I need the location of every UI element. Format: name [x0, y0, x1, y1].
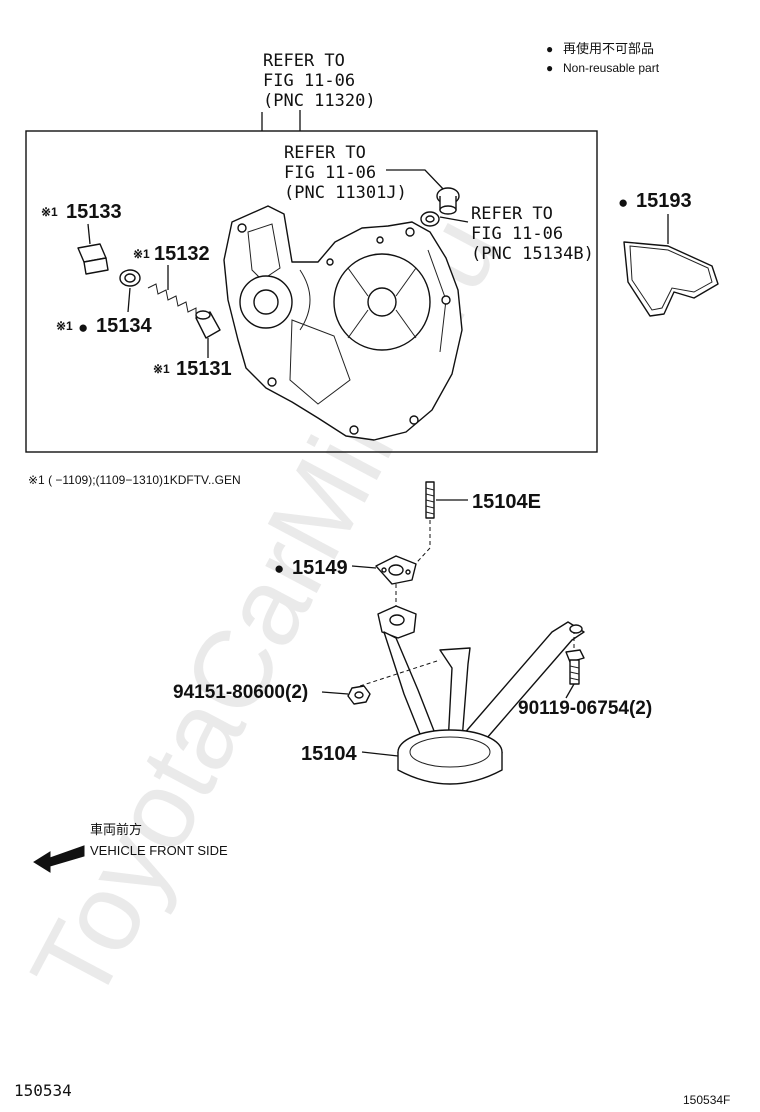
part-15193-label: ● 15193: [618, 190, 692, 212]
non-reusable-bullet: ●: [78, 318, 88, 337]
leader-90119: [565, 683, 575, 699]
refer-line1: REFER TO: [471, 204, 553, 224]
legend-bullet-en: ●: [546, 61, 553, 75]
legend: ● 再使用不可部品 ● Non-reusable part: [546, 41, 660, 75]
refer-line2: FIG 11-06: [263, 71, 355, 91]
part-number: 15149: [292, 557, 348, 579]
stud-15104e-drawing: [425, 481, 435, 519]
gasket-15134-drawing: [119, 269, 141, 287]
non-reusable-bullet: ●: [618, 193, 628, 212]
part-mark: ※1: [56, 319, 73, 333]
part-15131-label: ※1 15131: [153, 358, 232, 380]
legend-text-jp: 再使用不可部品: [563, 41, 654, 56]
part-15149-label: ● 15149: [274, 557, 348, 579]
plug-15133-drawing: [77, 243, 109, 275]
direction-en: VEHICLE FRONT SIDE: [90, 843, 228, 858]
part-number: 15131: [176, 358, 232, 380]
refer-line2: FIG 11-06: [471, 224, 563, 244]
part-number: 15133: [66, 201, 122, 223]
part-number: 15132: [154, 243, 210, 265]
part-15104-label: 15104: [301, 743, 357, 765]
gasket-15134b-drawing: [420, 211, 440, 227]
direction-jp: 車両前方: [90, 822, 142, 837]
refer-line2: FIG 11-06: [284, 163, 376, 183]
leader-15134: [127, 287, 131, 313]
part-15134-label: ※1 ● 15134: [56, 315, 152, 337]
vehicle-front-direction: 車両前方 VEHICLE FRONT SIDE: [33, 822, 228, 873]
leader-15133: [87, 223, 91, 245]
part-number: 15134: [96, 315, 152, 337]
part-15132-label: ※1 15132: [133, 243, 210, 265]
legend-text-en: Non-reusable part: [563, 61, 660, 75]
valve-15131-drawing: [195, 310, 221, 339]
leader-15104: [361, 751, 399, 757]
plug-11301j-drawing: [436, 187, 460, 215]
bolt-90119-drawing: [565, 649, 585, 685]
refer-line3: (PNC 15134B): [471, 244, 594, 264]
part-mark: ※1: [133, 247, 150, 261]
part-15133-label: ※1 15133: [41, 201, 122, 223]
refer-line1: REFER TO: [284, 143, 366, 163]
leader-15134b: [439, 216, 469, 223]
legend-bullet-jp: ●: [546, 42, 553, 56]
oil-strainer-15104-drawing: [377, 605, 585, 785]
dashed-alignment-nut: [359, 659, 441, 687]
dashed-alignment-stud-2: [407, 547, 431, 573]
refer-label-11320: REFER TO FIG 11-06 (PNC 11320): [263, 51, 376, 111]
refer-line3: (PNC 11320): [263, 91, 376, 111]
footnote: ※1 ( −1109);(1109−1310)1KDFTV..GEN: [28, 473, 241, 487]
refer-label-15134b: REFER TO FIG 11-06 (PNC 15134B): [471, 204, 594, 264]
nut-94151-drawing: [347, 685, 371, 705]
refer-label-11301j: REFER TO FIG 11-06 (PNC 11301J): [284, 143, 407, 203]
part-94151-label: 94151-80600(2): [173, 682, 308, 703]
gasket-15193-drawing: [623, 241, 719, 317]
page-code-right: 150534F: [683, 1093, 730, 1107]
part-mark: ※1: [153, 362, 170, 376]
part-mark: ※1: [41, 205, 58, 219]
leader-94151: [321, 691, 349, 695]
page-code-left: 150534: [14, 1081, 72, 1100]
group-box: [25, 130, 598, 453]
non-reusable-bullet: ●: [274, 559, 284, 578]
part-90119-label: 90119-06754(2): [518, 698, 652, 719]
refer-line3: (PNC 11301J): [284, 183, 407, 203]
gasket-15149-drawing: [375, 555, 417, 585]
front-arrow-icon: [33, 845, 85, 873]
spring-15132-drawing: [147, 283, 197, 318]
part-15104e-label: 15104E: [472, 491, 541, 513]
part-number: 15193: [636, 190, 692, 212]
refer-line1: REFER TO: [263, 51, 345, 71]
oil-pump-case-drawing: [223, 205, 463, 441]
leader-15149: [351, 565, 377, 569]
leader-11301j: [386, 169, 447, 193]
